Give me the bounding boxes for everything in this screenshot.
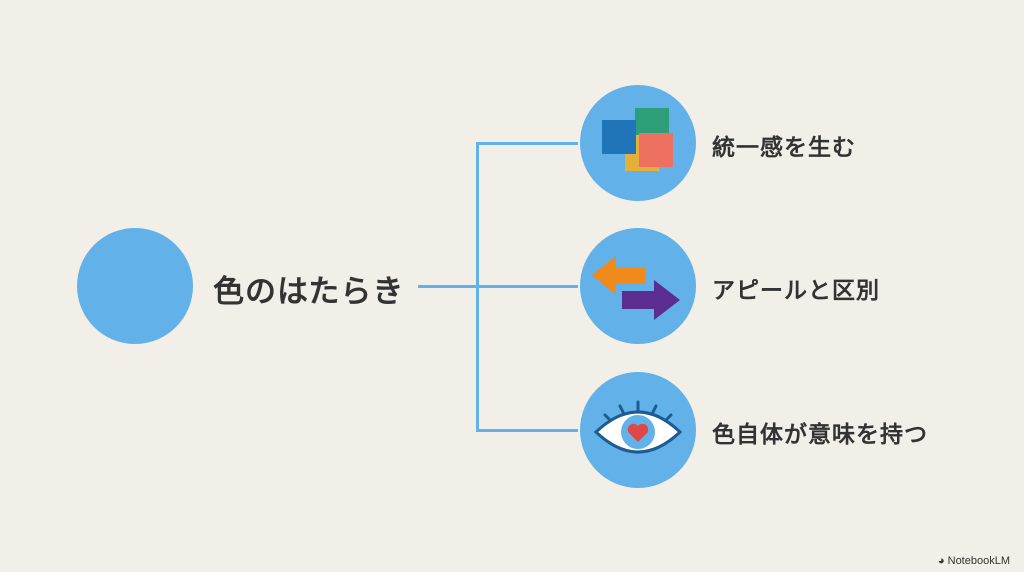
watermark-text: NotebookLM <box>947 555 1010 567</box>
root-node-label: 色のはたらき <box>213 274 405 310</box>
branch-3-circle <box>580 372 696 488</box>
overlapping-color-squares-icon <box>602 108 673 171</box>
connector-branch-3 <box>476 429 578 432</box>
connector-root <box>418 285 578 288</box>
eye-heart-icon <box>593 400 683 454</box>
notebooklm-logo-icon: ◕ <box>937 555 945 567</box>
branch-3-label: 色自体が意味を持つ <box>712 422 928 448</box>
notebooklm-watermark: ◕ NotebookLM <box>938 555 1010 567</box>
connector-vertical <box>476 142 479 432</box>
branch-2-label: アピールと区別 <box>712 278 880 304</box>
connector-branch-1 <box>476 142 578 145</box>
branch-2-circle <box>580 228 696 344</box>
branch-1-circle <box>580 85 696 201</box>
opposite-arrows-icon <box>592 256 680 320</box>
branch-1-label: 統一感を生む <box>712 135 856 161</box>
root-node-circle <box>77 228 193 344</box>
